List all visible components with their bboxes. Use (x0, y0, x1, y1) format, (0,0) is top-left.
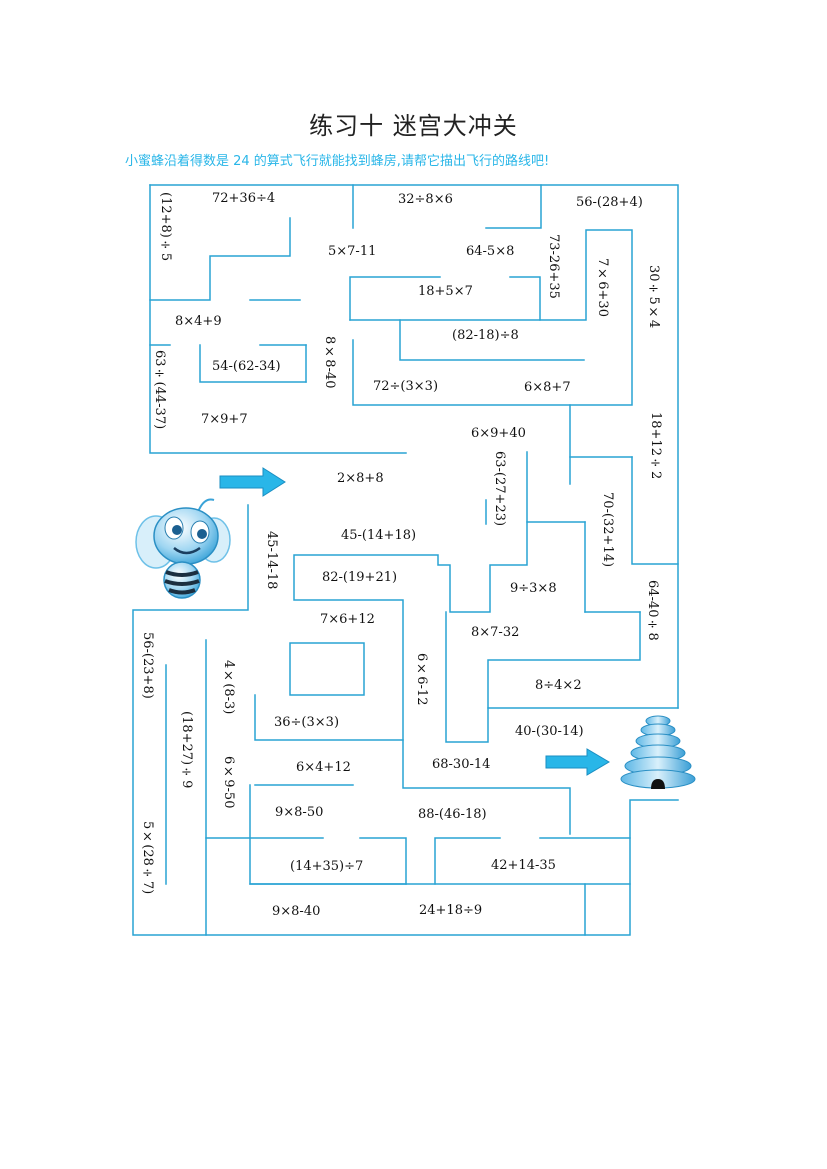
maze-expression: 88-(46-18) (418, 807, 487, 822)
maze-expression: 64-5×8 (466, 244, 515, 259)
maze-expression: 56-(28+4) (576, 195, 643, 210)
maze-expression: (82-18)÷8 (452, 328, 519, 343)
arrow-right-end-icon (545, 748, 610, 776)
maze-expression: 18+5×7 (418, 284, 473, 299)
maze-expression: 4×(8-3) (221, 660, 236, 715)
maze-expression: 5×7-11 (328, 244, 377, 259)
maze-expression: 63-(27+23) (492, 451, 507, 527)
maze-expression: 9÷3×8 (510, 581, 557, 596)
page-title: 练习十 迷宫大冲关 (309, 112, 518, 140)
maze-expression: 8×8-40 (322, 336, 337, 389)
maze-expression: (12+8)÷5 (158, 192, 173, 262)
maze-expression: 8÷4×2 (535, 678, 582, 693)
maze-expression: 68-30-14 (432, 757, 491, 772)
maze-expression: 70-(32+14) (600, 492, 615, 568)
bee-icon (135, 498, 231, 599)
maze-expression: 6×8+7 (524, 380, 571, 395)
maze-expression: 36÷(3×3) (274, 715, 340, 730)
maze-expression: 82-(19+21) (322, 570, 398, 585)
maze-expression: 63÷(44-37) (152, 350, 167, 430)
maze-expression: (18+27)÷9 (179, 711, 194, 789)
beehive-icon (620, 715, 696, 789)
maze-expression: 7×9+7 (201, 412, 248, 427)
maze-expression: 45-(14+18) (341, 528, 417, 543)
maze-expression: 40-(30-14) (515, 724, 584, 739)
maze-expression: 9×8-50 (275, 805, 324, 820)
maze-expression: 42+14-35 (491, 858, 556, 873)
arrow-right-icon (219, 467, 286, 497)
maze-expression: 72+36÷4 (212, 191, 276, 206)
maze-expression: 32÷8×6 (398, 192, 453, 207)
maze-expression: 45-14-18 (264, 531, 279, 590)
maze-expression: 24+18÷9 (419, 903, 483, 918)
maze-expression: 5×(28÷7) (140, 821, 155, 895)
maze-expression: 18+12÷2 (648, 412, 663, 480)
maze-expression: 2×8+8 (337, 471, 384, 486)
maze-expression: 9×8-40 (272, 904, 321, 919)
maze-expression: 6×4+12 (296, 760, 351, 775)
maze-expression: 73-26+35 (546, 234, 561, 299)
maze-expression: 7×6+30 (595, 258, 610, 317)
maze-expression: 6×9-50 (221, 756, 236, 809)
maze-expression: 8×7-32 (471, 625, 520, 640)
maze-expression: 8×4+9 (175, 314, 222, 329)
maze-expression: 72÷(3×3) (373, 379, 439, 394)
maze-expression: 6×9+40 (471, 426, 526, 441)
maze-expression: 7×6+12 (320, 612, 375, 627)
maze-expression: 56-(23+8) (140, 632, 155, 699)
instruction-text: 小蜜蜂沿着得数是 24 的算式飞行就能找到蜂房,请帮它描出飞行的路线吧! (125, 154, 550, 169)
maze-expression: 6×6-12 (414, 653, 429, 706)
maze-expression: (14+35)÷7 (290, 859, 364, 874)
maze-expression: 30÷5×4 (646, 265, 661, 329)
maze-expression: 54-(62-34) (212, 359, 281, 374)
maze-expression: 64-40÷8 (645, 580, 660, 641)
